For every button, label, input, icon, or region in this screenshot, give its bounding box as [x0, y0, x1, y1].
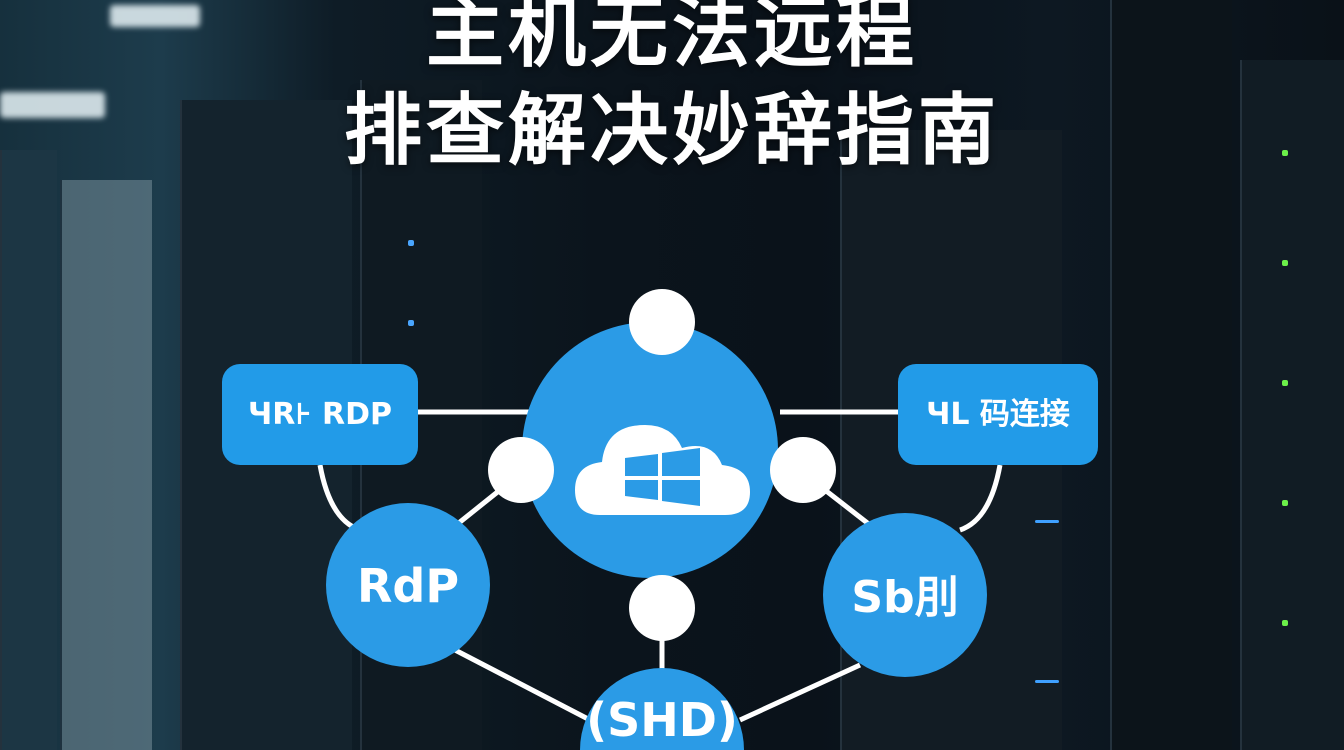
right-pill-label: ЧL 码连接 [926, 397, 1070, 432]
left-pill[interactable] [222, 364, 418, 465]
top-junction-node [629, 289, 695, 355]
right-node[interactable] [823, 513, 987, 677]
connector-lines [317, 409, 1003, 723]
bottom-node-label: (SHD) [586, 693, 738, 747]
server-rack [0, 150, 57, 750]
right-node-label: Sb刖 [851, 572, 958, 623]
status-led [1035, 520, 1059, 523]
status-led [408, 320, 414, 326]
server-rack [1240, 60, 1344, 750]
status-led [1282, 380, 1288, 386]
right-pill[interactable] [898, 364, 1098, 465]
status-led [1035, 680, 1059, 683]
status-led [1282, 620, 1288, 626]
bottom-node[interactable] [580, 668, 744, 750]
rdp-node[interactable] [326, 503, 490, 667]
title-line-2: 排查解决妙辞指南 [343, 86, 1000, 176]
cloud-windows-icon [575, 425, 750, 515]
bottom-junction-node [629, 575, 695, 641]
ceiling-light [0, 92, 105, 118]
ceiling-light [110, 5, 200, 27]
left-junction-node [488, 437, 554, 503]
status-led [1282, 500, 1288, 506]
server-rack [1110, 0, 1232, 750]
status-led [1282, 150, 1288, 156]
rdp-node-label: RdP [357, 559, 459, 613]
left-pill-label: ЧR⊦ RDP [248, 397, 392, 432]
right-junction-node [770, 437, 836, 503]
title-line-1: 主机无法远程 [425, 0, 918, 78]
status-led [1282, 260, 1288, 266]
server-rack [60, 180, 152, 750]
status-led [408, 240, 414, 246]
